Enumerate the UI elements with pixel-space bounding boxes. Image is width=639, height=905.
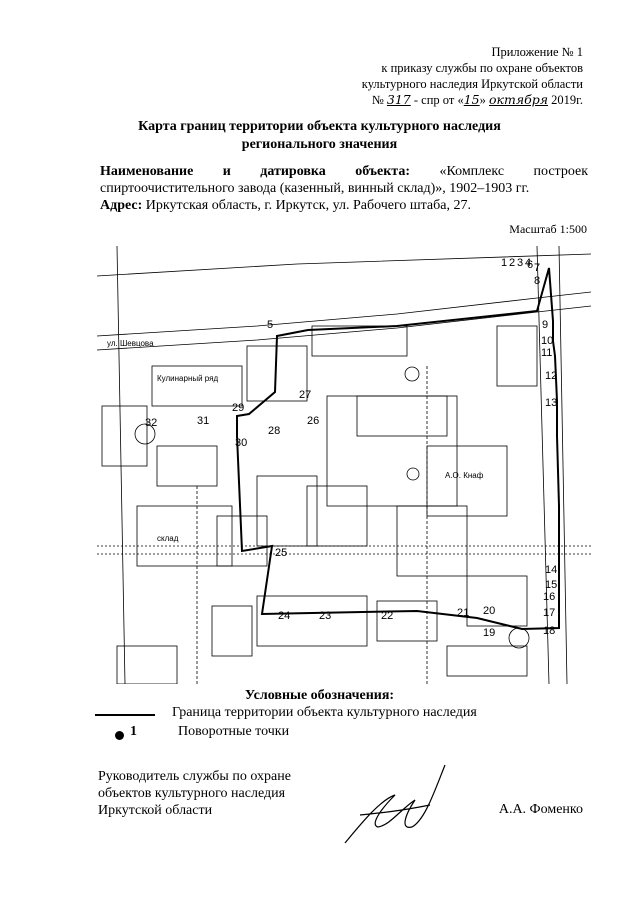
point-label-8: 8 xyxy=(534,275,540,287)
title-line2: регионального значения xyxy=(241,137,398,152)
name-line: Наименование и датировка объекта: «Компл… xyxy=(100,163,588,180)
point-label-30: 30 xyxy=(235,437,247,449)
position-line2: объектов культурного наследия xyxy=(98,786,286,801)
point-label-28: 28 xyxy=(268,425,280,437)
address-label: Адрес: xyxy=(100,198,143,213)
company-label: А.О. Кнаф xyxy=(445,471,484,480)
point-label-21: 21 xyxy=(457,607,469,619)
point-label-16: 16 xyxy=(543,591,555,603)
turning-point-labels: 1 2 3 4 5 6 7 8 9 10 11 12 13 14 15 16 1… xyxy=(145,257,557,639)
turning-point-symbol xyxy=(115,731,124,740)
order-day: 15 xyxy=(463,92,480,107)
street-label: ул. Шевцова xyxy=(107,339,154,348)
annex-line1: Приложение № 1 xyxy=(491,45,583,59)
object-description: Наименование и датировка объекта: «Компл… xyxy=(100,163,588,214)
legend-title: Условные обозначения: xyxy=(244,688,395,703)
heritage-boundary xyxy=(236,267,560,631)
point-label-13: 13 xyxy=(545,397,557,409)
map-scale: Масштаб 1:500 xyxy=(509,222,587,236)
point-label-14: 14 xyxy=(545,564,557,576)
turning-point-label: Поворотные точки xyxy=(178,724,290,739)
point-label-20: 20 xyxy=(483,605,495,617)
point-label-11: 11 xyxy=(541,347,552,359)
point-label-7: 7 xyxy=(534,262,540,274)
order-month: октября xyxy=(489,92,549,107)
point-label-27: 27 xyxy=(299,389,311,401)
point-label-23: 23 xyxy=(319,610,331,622)
warehouse-label: склад xyxy=(157,534,179,543)
order-no-value: 317 xyxy=(386,92,411,107)
shop-label: Кулинарный ряд xyxy=(157,374,218,383)
point-label-10: 10 xyxy=(541,335,553,347)
annex-line3: культурного наследия Иркутской области xyxy=(361,77,583,91)
point-label-29: 29 xyxy=(232,402,244,414)
position-line3: Иркутской области xyxy=(98,803,213,818)
point-label-24: 24 xyxy=(278,610,290,622)
address-line: Адрес: Иркутская область, г. Иркутск, ул… xyxy=(100,197,588,214)
annex-order-line: № 317 - спр от «15» октября 2019г. xyxy=(362,92,583,108)
title-line1: Карта границ территории объекта культурн… xyxy=(138,119,501,134)
point-label-6: 6 xyxy=(527,259,533,271)
point-label-5: 5 xyxy=(267,319,273,331)
order-mid: - спр от « xyxy=(413,93,464,107)
point-label-17: 17 xyxy=(543,607,555,619)
point-label-3: 3 xyxy=(517,257,523,269)
document-title: Карта границ территории объекта культурн… xyxy=(0,118,639,154)
point-label-12: 12 xyxy=(545,370,557,382)
point-label-4: 4 xyxy=(525,257,531,269)
handwritten-signature xyxy=(344,764,446,844)
order-no-prefix: № xyxy=(371,93,384,107)
map-place-labels: ул. Шевцова Кулинарный ряд склад А.О. Кн… xyxy=(107,339,484,543)
point-label-9: 9 xyxy=(542,319,548,331)
turning-point-number: 1 xyxy=(130,724,137,739)
address-value: Иркутская область, г. Иркутск, ул. Рабоч… xyxy=(145,198,471,213)
boundary-line-label: Граница территории объекта культурного н… xyxy=(172,705,477,720)
point-label-31: 31 xyxy=(197,415,209,427)
signature-position: Руководитель службы по охране объектов к… xyxy=(98,768,291,819)
signer-name: А.А. Фоменко xyxy=(498,802,583,817)
point-label-25: 25 xyxy=(275,547,287,559)
position-line1: Руководитель службы по охране xyxy=(98,769,291,784)
annex-header: Приложение № 1 к приказу службы по охран… xyxy=(362,44,583,108)
cadastral-map: 1 2 3 4 5 6 7 8 9 10 11 12 13 14 15 16 1… xyxy=(97,246,591,684)
point-label-1: 1 xyxy=(501,257,507,269)
point-label-32: 32 xyxy=(145,417,157,429)
point-label-2: 2 xyxy=(509,257,515,269)
map-linework xyxy=(97,246,591,684)
point-label-26: 26 xyxy=(307,415,319,427)
name-value-2: спиртоочистительного завода (казенный, в… xyxy=(100,181,530,196)
boundary-line-symbol xyxy=(95,714,155,716)
annex-line2: к приказу службы по охране объектов xyxy=(381,61,583,75)
point-label-22: 22 xyxy=(381,610,393,622)
point-label-18: 18 xyxy=(543,625,555,637)
name-label: Наименование и датировка объекта: xyxy=(100,164,411,179)
point-label-19: 19 xyxy=(483,627,495,639)
point-label-15: 15 xyxy=(545,579,557,591)
order-mid2: » xyxy=(479,93,486,107)
order-year: 2019г. xyxy=(551,93,583,107)
name-value-1: «Комплекс построек xyxy=(439,164,589,179)
